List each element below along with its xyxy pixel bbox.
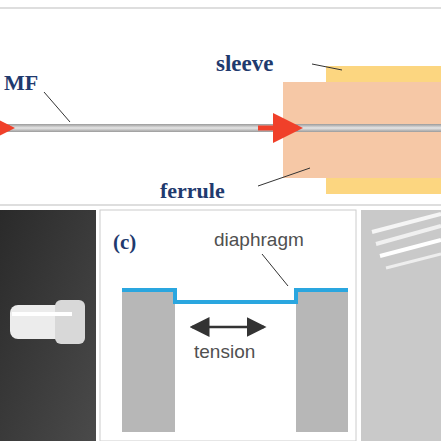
part-label: diaphragm (214, 230, 304, 249)
panel-label: (c) (113, 232, 136, 253)
part-label: ferrule (160, 180, 225, 202)
part-label: MF (4, 72, 38, 94)
force-label: tension (194, 342, 255, 361)
part-label: sleeve (216, 52, 273, 75)
